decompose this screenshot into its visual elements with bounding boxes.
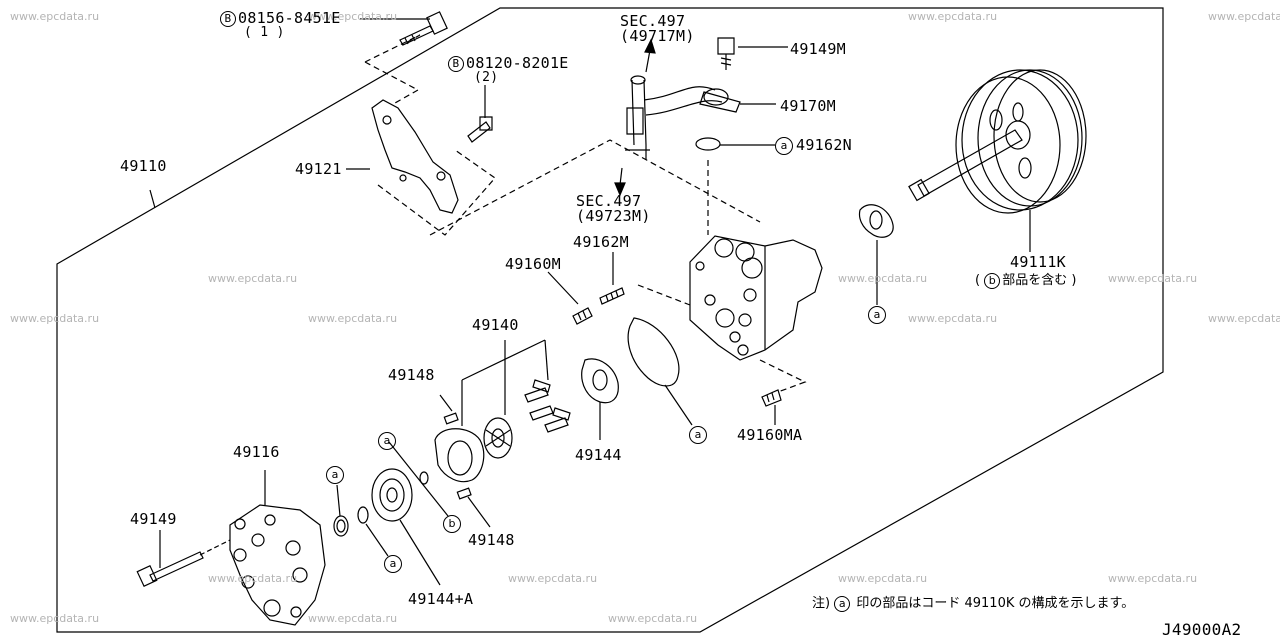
label-49121: 49121 [295,160,342,178]
label-49160M: 49160M [505,255,561,273]
footnote: 注) a 印の部品はコード 49110K の構成を示します。 [812,592,1134,612]
label-49111K: 49111K [1010,253,1066,271]
sec497-lower-title: SEC.497 [576,192,642,210]
mark-a-oring-bottom: a [384,555,402,573]
label-49160MA: 49160MA [737,426,803,444]
cam-ring [435,429,484,482]
mark-a-oring-top: a [378,432,396,450]
watermark: www.epcdata.ru [308,10,398,23]
callout-08120-code: 08120-8201E [466,54,569,72]
label-49144: 49144 [575,446,622,464]
side-plate-49144A [372,469,412,521]
side-plate-49144 [582,359,619,403]
callout-08156-code: 08156-8451E [238,9,341,27]
callout-08156-qty: ( 1 ) [244,25,285,40]
mark-b-pin: b [443,515,461,533]
bracket-dashed [365,35,495,235]
bracket-49121 [372,100,458,213]
watermark: www.epcdata.ru [508,572,598,585]
bolt-08156 [400,12,447,45]
label-49110: 49110 [120,157,167,175]
label-49149: 49149 [130,510,177,528]
rotor [484,418,512,458]
label-49144A: 49144+A [408,590,474,608]
watermark: www.epcdata.ru [1208,312,1280,325]
watermark: www.epcdata.ru [308,312,398,325]
inner-dashed [430,140,805,392]
mark-b: b [984,272,1001,289]
b-bolt-mark: B [448,55,464,72]
spring-49162M [600,288,624,304]
gasket-ring [628,318,679,386]
bolt-49149 [137,552,203,586]
label-49148-top: 49148 [388,366,435,384]
oring-49162N [696,138,720,150]
bolt-08120 [468,85,492,142]
footnote-text: 印の部品はコード 49110K の構成を示します。 [856,596,1135,611]
note-text: 部品を含む [1002,273,1068,288]
pulley-49111K [909,70,1086,213]
front-cover-49116 [230,505,325,625]
sec497-lower-ref: (49723M) [576,207,651,225]
footnote-prefix: 注) [812,596,831,611]
pin-49148-top [444,413,458,424]
plug-49160MA [762,390,781,406]
diagram-code: J49000A2 [1162,620,1242,639]
sec497-upper-ref: (49717M) [620,27,695,45]
pump-body [690,236,822,360]
watermark: www.epcdata.ru [10,612,100,625]
watermark: www.epcdata.ru [1108,272,1198,285]
note-paren-open: ( [975,273,985,288]
mark-a-oring-left: a [326,466,344,484]
watermark: www.epcdata.ru [308,612,398,625]
footnote-mark: a [834,595,851,612]
watermark: www.epcdata.ru [908,10,998,23]
label-49162M: 49162M [573,233,629,251]
label-49140: 49140 [472,316,519,334]
callout-08120-qty: (2) [474,70,499,85]
label-49162N: 49162N [796,136,852,154]
note-paren-close: ) [1067,273,1077,288]
label-49149M: 49149M [790,40,846,58]
plug-49160M [573,308,592,324]
pin-49148-bottom [457,488,471,499]
watermark: www.epcdata.ru [1208,10,1280,23]
mark-a-gasket: a [689,426,707,444]
b-bolt-mark: B [220,10,236,27]
leader-49110 [150,190,155,208]
label-49148-bottom: 49148 [468,531,515,549]
assembly-outline [57,8,1163,632]
watermark: www.epcdata.ru [838,272,928,285]
vanes [525,380,570,432]
pipe-49170M [625,76,740,160]
watermark: www.epcdata.ru [838,572,928,585]
sec497-upper-title: SEC.497 [620,12,686,30]
watermark: www.epcdata.ru [10,312,100,325]
watermark: www.epcdata.ru [208,272,298,285]
label-49116: 49116 [233,443,280,461]
mark-a-49162N: a [775,137,793,155]
mark-a-seal: a [868,306,886,324]
oil-seal [860,205,894,237]
watermark: www.epcdata.ru [608,612,698,625]
watermark: www.epcdata.ru [208,572,298,585]
label-49170M: 49170M [780,97,836,115]
watermark: www.epcdata.ru [1108,572,1198,585]
watermark: www.epcdata.ru [908,312,998,325]
watermark: www.epcdata.ru [10,10,100,23]
bolt-49149M [718,38,734,70]
